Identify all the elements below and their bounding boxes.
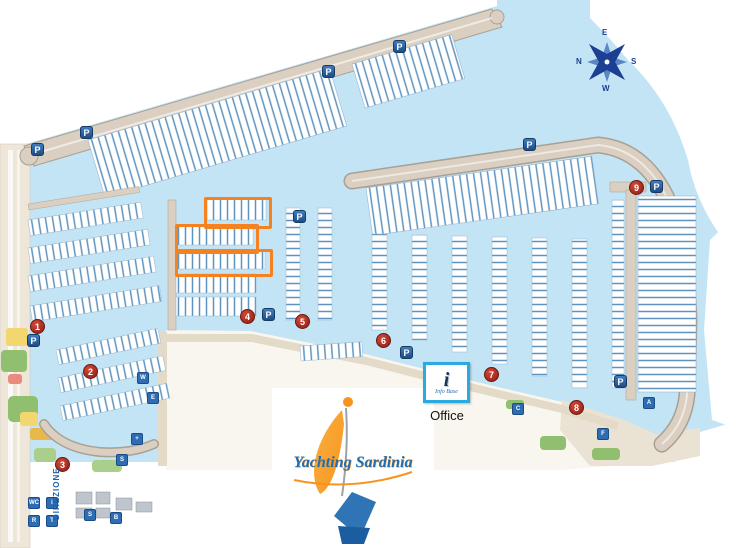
pier-number-9: 9: [629, 180, 644, 195]
info-base-caption: Info Base: [435, 388, 458, 395]
parking-icon: P: [80, 126, 93, 139]
pier-number-1: 1: [30, 319, 45, 334]
yachting-sardinia-logo: Yachting Sardinia: [272, 388, 434, 546]
direzione-label: DIREZIONE: [52, 467, 61, 520]
shower-icon: S: [116, 454, 128, 466]
highlight-berth-row-2: [175, 224, 259, 254]
parking-icon: P: [27, 334, 40, 347]
first-aid-icon: +: [131, 433, 143, 445]
parking-icon: P: [400, 346, 413, 359]
pier-number-8: 8: [569, 400, 584, 415]
wc-icon: WC: [28, 497, 40, 509]
parking-icon: P: [322, 65, 335, 78]
shop-icon: S: [84, 509, 96, 521]
info-icon: i: [443, 368, 450, 391]
swoosh-icon: [293, 471, 413, 486]
water-base-icon: [338, 526, 370, 544]
anchor-icon: A: [643, 397, 655, 409]
restaurant-icon: R: [28, 515, 40, 527]
parking-icon: P: [393, 40, 406, 53]
pier-number-6: 6: [376, 333, 391, 348]
parking-icon: P: [650, 180, 663, 193]
compass-star: [587, 42, 627, 82]
pier-number-5: 5: [295, 314, 310, 329]
pier-number-2: 2: [83, 364, 98, 379]
water-tap-icon: W: [137, 372, 149, 384]
office-info-box: i Info Base: [423, 362, 470, 403]
highlight-berth-row-3: [175, 249, 273, 277]
office-label: Office: [430, 408, 464, 423]
bar-icon: B: [110, 512, 122, 524]
parking-icon: P: [31, 143, 44, 156]
compass-north-label: N: [576, 57, 582, 66]
pier-number-7: 7: [484, 367, 499, 382]
logo-text: Yachting Sardinia: [293, 454, 413, 471]
compass-rose: E N S W: [575, 28, 639, 94]
crane-icon: C: [512, 403, 524, 415]
pier-number-3: 3: [55, 457, 70, 472]
fuel-icon: F: [597, 428, 609, 440]
compass-south-label: S: [631, 57, 637, 66]
masthead-icon: [343, 397, 353, 407]
electricity-icon: E: [147, 392, 159, 404]
pier-number-4: 4: [240, 309, 255, 324]
parking-icon: P: [614, 375, 627, 388]
parking-icon: P: [293, 210, 306, 223]
hull-icon: [334, 492, 376, 538]
mast-icon: [341, 407, 348, 497]
compass-east-label: E: [602, 28, 608, 37]
parking-icon: P: [262, 308, 275, 321]
compass-west-label: W: [602, 84, 610, 93]
logo-graphic: [293, 397, 413, 544]
info-point-icon: i: [46, 497, 58, 509]
highlight-berth-row-1: [204, 197, 272, 229]
parking-icon: P: [523, 138, 536, 151]
phone-icon: T: [46, 515, 58, 527]
sail-icon: [314, 410, 344, 494]
